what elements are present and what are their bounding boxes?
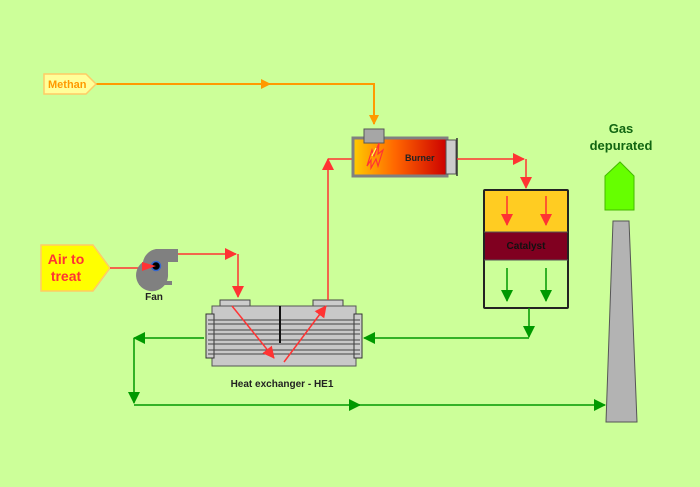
fan: Fan [136,249,178,303]
stack: Gas depurated [590,121,653,423]
heat-exchanger-to-burner-line [322,158,354,300]
methane-line [92,79,379,125]
methane-input-tag: Methan [43,73,98,95]
burner: Burner [351,128,458,178]
heat-exchanger-to-stack-line [128,332,606,411]
gas-depurated-label-line1: Gas [609,121,634,136]
catalyst-reactor: Catalyst [483,189,569,309]
burner-to-catalyst-line [457,153,532,189]
gas-depurated-label-line2: depurated [590,138,653,153]
air-input-tag: Air to treat [40,244,111,292]
catalyst-to-heat-exchanger-line [363,308,535,344]
fan-icon [136,249,178,292]
fan-label: Fan [145,292,163,303]
air-to-treat-label-line1: Air to [48,251,85,267]
catalyst-label: Catalyst [507,241,547,252]
fan-to-heat-exchanger-line [178,248,244,298]
flame-icon [366,142,385,171]
burner-label: Burner [405,153,435,163]
heat-exchanger: Heat exchanger - HE1 [205,299,363,390]
air-to-treat-label-line2: treat [51,268,82,284]
methane-label: Methan [48,79,87,91]
heat-exchanger-label: Heat exchanger - HE1 [231,379,334,390]
